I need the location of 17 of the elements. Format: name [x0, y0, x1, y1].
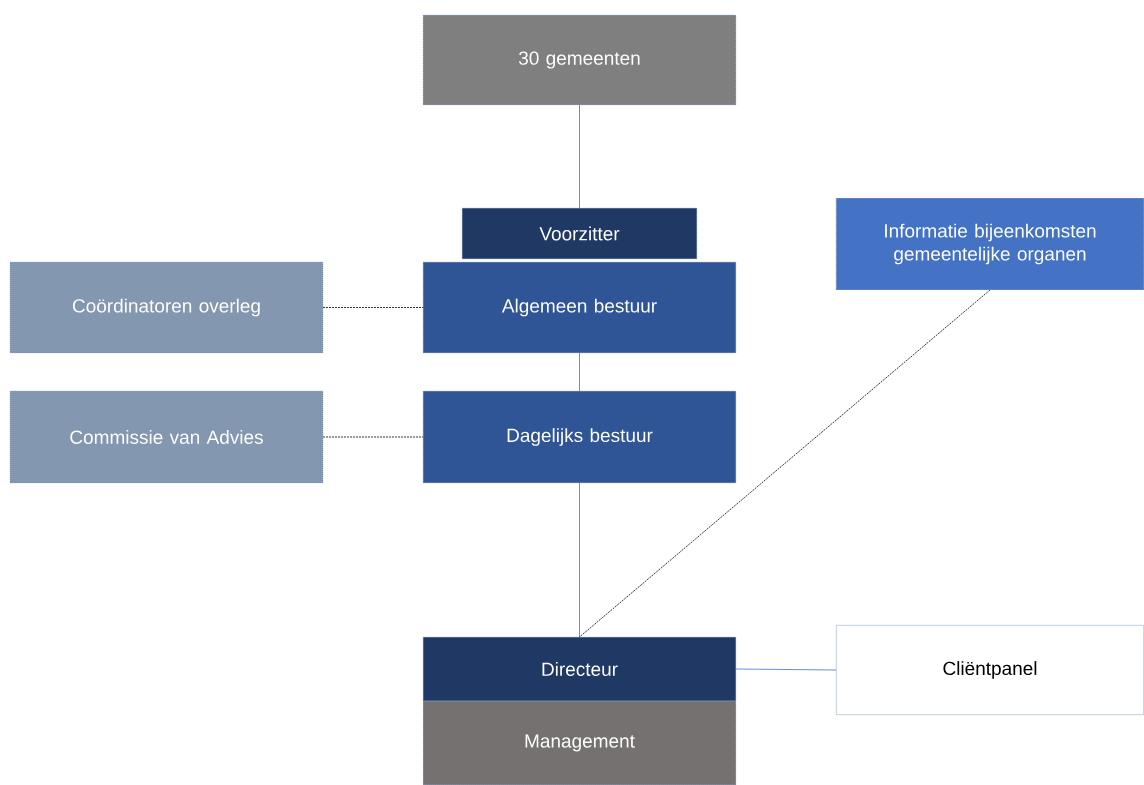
meeting-box: Informatie bijeenkomsten gemeentelijke organen [836, 198, 1144, 290]
connector-line [579, 482, 580, 638]
role-box: Directeur [423, 637, 736, 701]
role-box: Voorzitter [462, 208, 697, 259]
connector-line [735, 668, 837, 671]
committee-box: Coördinatoren overleg [10, 262, 323, 353]
connector-line [579, 104, 580, 209]
connector-line [579, 352, 580, 392]
board-box: Algemeen bestuur [423, 262, 736, 353]
connector-line [322, 307, 424, 308]
connector-line [579, 289, 991, 638]
connector-line [322, 436, 424, 438]
board-box: Dagelijks bestuur [423, 391, 736, 483]
team-box: Management [423, 701, 736, 785]
committee-box: Commissie van Advies [10, 391, 323, 483]
panel-box: Cliëntpanel [836, 625, 1144, 715]
group-box: 30 gemeenten [423, 15, 736, 105]
